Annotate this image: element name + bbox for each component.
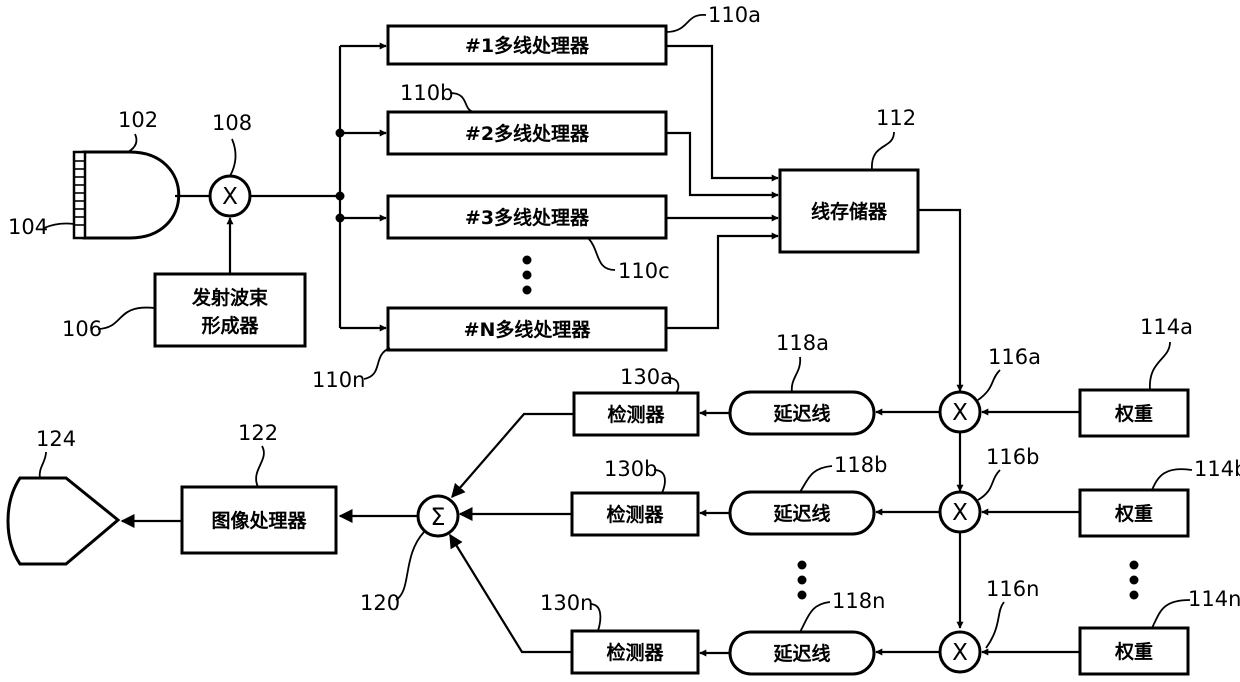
ref-124: 124 bbox=[36, 427, 76, 451]
multiplier-116b-symbol: X bbox=[952, 500, 968, 526]
ref-108: 108 bbox=[212, 111, 252, 135]
leader-102 bbox=[128, 134, 136, 152]
ref-104: 104 bbox=[8, 215, 48, 239]
ref-114b: 114b bbox=[1194, 457, 1240, 481]
ref-110n: 110n bbox=[312, 368, 365, 392]
leader-110c bbox=[588, 238, 615, 270]
leader-110a bbox=[666, 15, 706, 32]
delay-line-n-label: 延迟线 bbox=[772, 642, 830, 665]
detector-n-label: 检测器 bbox=[606, 641, 664, 664]
link-130a-120 bbox=[452, 414, 574, 497]
leader-106 bbox=[98, 308, 155, 329]
junction-dot bbox=[336, 192, 345, 201]
multiline-processor-2-label: #2多线处理器 bbox=[465, 122, 590, 145]
junction-dot bbox=[336, 214, 345, 223]
ref-116b: 116b bbox=[986, 445, 1039, 469]
ref-130n: 130n bbox=[540, 591, 593, 615]
leader-104 bbox=[44, 224, 74, 229]
ref-118a: 118a bbox=[776, 331, 829, 355]
ref-114n: 114n bbox=[1188, 587, 1240, 611]
transmit-beamformer-label-1: 发射波束 bbox=[191, 286, 269, 309]
ref-122: 122 bbox=[238, 421, 278, 445]
weight-block-n-label: 权重 bbox=[1114, 640, 1153, 663]
leader-114b bbox=[1152, 469, 1192, 490]
leader-120 bbox=[396, 532, 424, 600]
line-store-label: 线存储器 bbox=[811, 200, 888, 223]
leader-116b bbox=[978, 470, 1000, 500]
ref-106: 106 bbox=[62, 317, 102, 341]
link-mlp1-linestore bbox=[666, 46, 778, 178]
ref-116n: 116n bbox=[986, 577, 1039, 601]
detector-a-label: 检测器 bbox=[607, 403, 665, 426]
multiplier-116a-symbol: X bbox=[952, 400, 968, 426]
multiplier-116n-symbol: X bbox=[952, 640, 968, 666]
link-mlp2-linestore bbox=[666, 133, 778, 195]
leader-122 bbox=[256, 446, 264, 487]
ref-110c: 110c bbox=[618, 259, 670, 283]
weight-block-b-label: 权重 bbox=[1114, 502, 1153, 525]
weight-block-a-label: 权重 bbox=[1114, 402, 1153, 425]
delay-line-a-label: 延迟线 bbox=[772, 402, 830, 425]
summer-120-symbol: Σ bbox=[430, 503, 445, 531]
leader-110n bbox=[364, 348, 390, 379]
ref-118n: 118n bbox=[832, 589, 885, 613]
ref-112: 112 bbox=[876, 106, 916, 130]
transducer-probe bbox=[74, 152, 179, 238]
multiline-processor-1-label: #1多线处理器 bbox=[465, 34, 590, 57]
junction-dot bbox=[336, 129, 345, 138]
link-linestore-116a bbox=[918, 210, 960, 391]
ref-110a: 110a bbox=[708, 3, 761, 27]
ref-120: 120 bbox=[360, 591, 400, 615]
link-mlpn-linestore bbox=[666, 236, 778, 328]
image-processor-label: 图像处理器 bbox=[211, 509, 307, 532]
multiline-processor-n-label: #N多线处理器 bbox=[464, 318, 592, 341]
ref-114a: 114a bbox=[1140, 315, 1193, 339]
leader-116n bbox=[986, 602, 1004, 648]
ref-102: 102 bbox=[118, 108, 158, 132]
leader-112 bbox=[872, 132, 894, 170]
ref-118b: 118b bbox=[834, 453, 887, 477]
ref-130a: 130a bbox=[620, 365, 673, 389]
leader-124 bbox=[40, 452, 46, 478]
multiline-processor-3-label: #3多线处理器 bbox=[465, 206, 590, 229]
leader-114a bbox=[1150, 342, 1170, 390]
ref-130b: 130b bbox=[604, 457, 657, 481]
delay-line-b-label: 延迟线 bbox=[772, 502, 830, 525]
transmit-beamformer-label-2: 形成器 bbox=[201, 314, 259, 337]
ellipsis-dots-processors bbox=[523, 256, 532, 295]
leader-118n bbox=[800, 602, 830, 632]
display-124 bbox=[8, 478, 118, 564]
leader-118a bbox=[792, 357, 800, 392]
leader-108 bbox=[230, 139, 236, 176]
ref-110b: 110b bbox=[400, 81, 453, 105]
ellipsis-dots-weights bbox=[1130, 561, 1139, 600]
leader-116a bbox=[978, 370, 1000, 400]
ref-116a: 116a bbox=[988, 345, 1041, 369]
leader-110b bbox=[450, 93, 474, 112]
leader-114n bbox=[1152, 600, 1190, 628]
detector-b-label: 检测器 bbox=[606, 503, 664, 526]
ellipsis-dots-delays bbox=[798, 561, 807, 600]
multiplier-108-symbol: X bbox=[222, 184, 238, 210]
leader-118b bbox=[800, 466, 832, 492]
